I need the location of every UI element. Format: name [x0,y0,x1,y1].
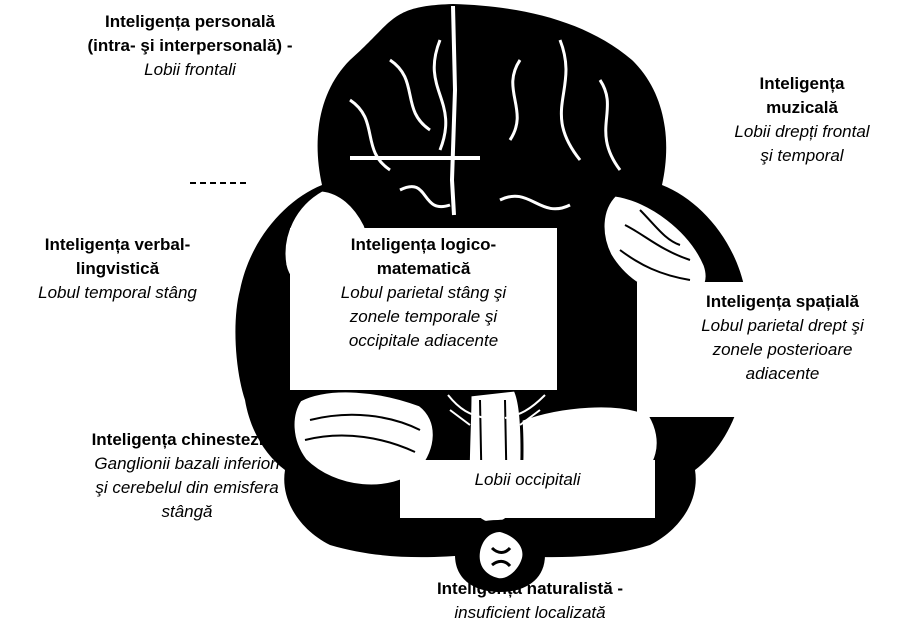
label-kinesthetic: Inteligența chinestezică Ganglionii baza… [52,428,322,524]
label-logical-region-line2: zonele temporale şi [290,305,557,329]
label-musical-title-line2: muzicală [712,96,892,120]
label-kinesthetic-region-line3: stângă [52,500,322,524]
label-spatial-region-line2: zonele posterioare [665,338,900,362]
label-personal: Inteligența personală (intra- şi interpe… [40,10,340,82]
label-verbal-title-line2: lingvistică [0,257,235,281]
label-verbal-region: Lobul temporal stâng [0,281,235,305]
label-musical-title-line1: Inteligența [712,72,892,96]
label-logical-region-line1: Lobul parietal stâng şi [290,281,557,305]
label-verbal-title-line1: Inteligența verbal- [0,233,235,257]
label-personal-title-line2: (intra- şi interpersonală) - [40,34,340,58]
label-verbal: Inteligența verbal- lingvistică Lobul te… [0,233,235,305]
label-naturalist: Inteligența naturalistă - insuficient lo… [380,577,680,625]
label-spatial-title: Inteligența spațială [665,290,900,314]
label-spatial-region-line3: adiacente [665,362,900,386]
label-logical-title-line2: matematică [290,257,557,281]
label-personal-region: Lobii frontali [40,58,340,82]
label-kinesthetic-region-line2: şi cerebelul din emisfera [52,476,322,500]
label-musical-region-line2: şi temporal [712,144,892,168]
label-logical: Inteligența logico- matematică Lobul par… [290,233,557,353]
label-naturalist-title: Inteligența naturalistă - [380,577,680,601]
label-kinesthetic-title: Inteligența chinestezică [52,428,322,452]
label-logical-title-line1: Inteligența logico- [290,233,557,257]
label-naturalist-region: insuficient localizată [380,601,680,625]
label-occipital: Lobii occipitali [400,468,655,492]
label-musical: Inteligența muzicală Lobii drepți fronta… [712,72,892,168]
label-occipital-region: Lobii occipitali [400,468,655,492]
label-kinesthetic-region-line1: Ganglionii bazali inferiori [52,452,322,476]
label-personal-title-line1: Inteligența personală [40,10,340,34]
label-logical-region-line3: occipitale adiacente [290,329,557,353]
label-spatial-region-line1: Lobul parietal drept şi [665,314,900,338]
label-spatial: Inteligența spațială Lobul parietal drep… [665,290,900,386]
label-musical-region-line1: Lobii drepți frontal [712,120,892,144]
